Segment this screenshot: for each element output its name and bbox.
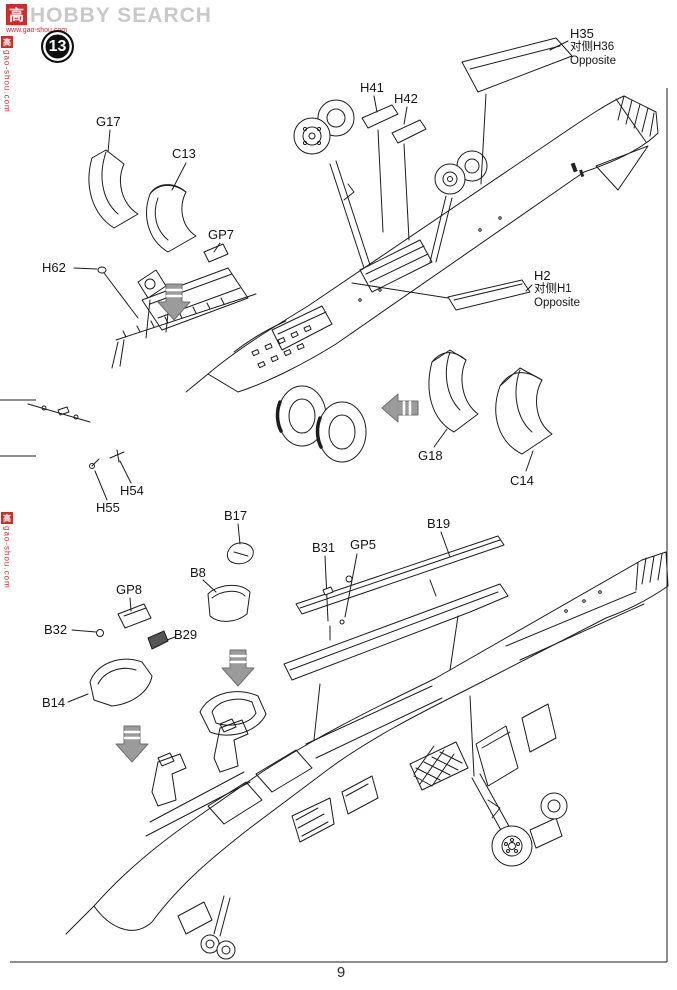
leader-lines-lower — [67, 523, 459, 741]
lower-fuselage-outline — [93, 551, 669, 931]
watermark-logo-icon: 高 — [1, 36, 13, 48]
panel-details — [251, 216, 502, 369]
part-label-h41: H41 — [360, 80, 384, 95]
part-label-h36-opposite-cn: 对侧H36 — [570, 41, 615, 54]
part-h62 — [97, 266, 107, 274]
watermark-side-text: gao-shou.com — [2, 50, 12, 113]
upper-fuselage-outline — [207, 95, 659, 393]
canopy-frame-piece — [199, 691, 267, 736]
part-b32 — [96, 629, 104, 637]
leader-lines-upper — [73, 40, 569, 501]
watermark-logo-icon: 高 — [6, 4, 27, 25]
part-label-c13: C13 — [172, 146, 196, 161]
part-h42 — [391, 119, 427, 144]
part-label-c14: C14 — [510, 473, 534, 488]
part-label-gp5: GP5 — [350, 537, 377, 552]
part-label-h55: H55 — [96, 500, 120, 515]
left-arrow-icon — [381, 393, 419, 423]
watermark-url: www.gao-shou.com — [6, 27, 68, 34]
part-b8 — [207, 585, 251, 622]
page-number: 9 — [336, 964, 346, 981]
part-label-b31: B31 — [312, 540, 336, 555]
part-label-h35: H35 — [570, 26, 594, 41]
part-label-g18: G18 — [418, 448, 443, 463]
part-label-h54: H54 — [120, 483, 144, 498]
part-b19 — [295, 535, 505, 615]
part-label-h2-group: H2 对侧H1 Opposite — [534, 268, 580, 310]
part-label-b14: B14 — [42, 695, 66, 710]
part-gp8 — [117, 603, 152, 629]
page-frame — [0, 88, 668, 963]
landing-gear-upper-a — [293, 99, 371, 269]
part-label-h35-group: H35 对侧H36 Opposite — [570, 26, 616, 68]
part-h2 — [447, 279, 531, 311]
part-label-b29: B29 — [174, 627, 198, 642]
part-label-h36-opposite-en: Opposite — [570, 54, 617, 67]
watermark-side-bottom: 高 gao-shou.com — [1, 512, 13, 589]
main-landing-gear — [469, 695, 568, 867]
part-gp7 — [203, 243, 229, 263]
part-label-h62: H62 — [42, 260, 66, 275]
landing-gear-upper-b — [429, 150, 488, 263]
down-arrow-icon — [221, 649, 255, 687]
part-label-h2: H2 — [534, 268, 551, 283]
down-arrow-icon — [157, 283, 191, 321]
dorsal-spine-piece — [283, 583, 509, 681]
part-label-h42: H42 — [394, 91, 418, 106]
part-label-b8: B8 — [190, 565, 206, 580]
speed-brake-panel — [409, 741, 469, 791]
part-g18 — [428, 349, 479, 433]
intake-cone — [291, 775, 379, 843]
part-g17 — [88, 149, 139, 229]
part-label-b19: B19 — [427, 516, 451, 531]
part-label-g17: G17 — [96, 114, 121, 129]
part-label-b17: B17 — [224, 508, 248, 523]
nose-landing-gear — [177, 895, 236, 960]
part-b29 — [147, 630, 169, 650]
part-h35 — [461, 37, 573, 93]
part-b14 — [89, 658, 153, 707]
down-arrow-icon — [115, 725, 149, 763]
part-b17 — [226, 542, 254, 565]
watermark-brand-text: HOBBY SEARCH — [30, 4, 212, 27]
watermark-top: 高 HOBBY SEARCH — [6, 4, 212, 28]
ejection-seat-front — [151, 753, 187, 807]
part-label-gp8: GP8 — [116, 582, 143, 597]
watermark-logo-icon: 高 — [1, 512, 13, 524]
part-label-h1-opposite-cn: 对侧H1 — [534, 283, 572, 296]
step13-upper-diagram — [27, 37, 659, 501]
watermark-side-top: 高 gao-shou.com — [1, 36, 13, 113]
ejection-seat-rear — [213, 719, 249, 773]
watermark-side-text: gao-shou.com — [2, 526, 12, 589]
ventral-fin — [595, 145, 649, 191]
engine-cowl-pair — [275, 385, 367, 463]
part-label-gp7: GP7 — [208, 227, 235, 242]
part-label-b32: B32 — [44, 622, 68, 637]
part-h41 — [361, 104, 399, 129]
part-c13 — [146, 185, 197, 253]
step-number-badge: 13 — [41, 30, 74, 63]
small-parts-upper — [27, 403, 125, 469]
part-c14 — [495, 367, 553, 455]
step13-lower-diagram — [65, 523, 669, 960]
part-label-h1-opposite-en: Opposite — [534, 296, 581, 309]
